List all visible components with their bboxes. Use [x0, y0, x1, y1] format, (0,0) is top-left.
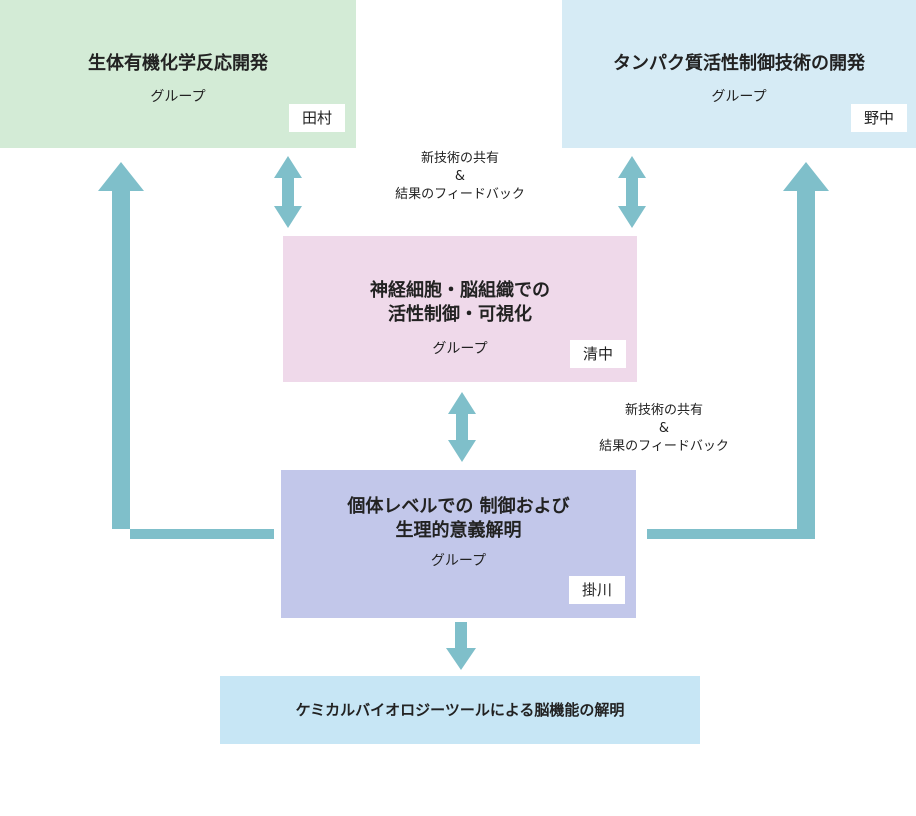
kakegawa-leader-tag: 掛川: [569, 576, 625, 604]
kiyonaka-group-title-line1: 神経細胞・脳組織での: [370, 280, 550, 301]
kiyonaka-kakegawa-double-arrow: [448, 392, 476, 462]
kiyonaka-leader-tag: 清中: [570, 340, 626, 368]
kakegawa-group-box: 個体レベルでの 制御および 生理的意義解明 グループ 掛川: [281, 470, 636, 618]
left-feedback-arrow: [98, 162, 274, 539]
lower-note-line2: &: [658, 421, 670, 436]
kakegawa-group-title-line2: 生理的意義解明: [395, 520, 522, 541]
kakegawa-group-title-line1: 個体レベルでの 制御および: [347, 496, 570, 517]
nonaka-kiyonaka-double-arrow: [618, 156, 646, 228]
nonaka-group-title: タンパク質活性制御技術の開発: [613, 53, 865, 74]
upper-note-line2: &: [454, 169, 466, 184]
nonaka-leader-tag: 野中: [851, 104, 907, 132]
kiyonaka-group-box: 神経細胞・脳組織での 活性制御・可視化 グループ 清中: [283, 236, 637, 382]
tamura-group-subtitle: グループ: [150, 89, 206, 105]
tamura-group-title: 生体有機化学反応開発: [88, 53, 268, 74]
kakegawa-outcome-arrow: [446, 622, 476, 670]
kiyonaka-group-title-line2: 活性制御・可視化: [388, 304, 532, 325]
tamura-leader-tag: 田村: [289, 104, 345, 132]
upper-note-line3: 結果のフィードバック: [395, 187, 525, 202]
right-feedback-arrow: [647, 162, 829, 539]
lower-note-line1: 新技術の共有: [624, 403, 703, 418]
nonaka-group-subtitle: グループ: [711, 89, 767, 105]
upper-note-line1: 新技術の共有: [420, 151, 499, 166]
tamura-kiyonaka-double-arrow: [274, 156, 302, 228]
tamura-group-box: 生体有機化学反応開発 グループ 田村: [0, 0, 356, 148]
outcome-title: ケミカルバイオロジーツールによる脳機能の解明: [295, 701, 625, 719]
upper-shared-tech-note: 新技術の共有 & 結果のフィードバック: [360, 150, 560, 204]
nonaka-group-box: タンパク質活性制御技術の開発 グループ 野中: [562, 0, 916, 148]
outcome-box: ケミカルバイオロジーツールによる脳機能の解明: [220, 676, 700, 744]
kiyonaka-group-subtitle: グループ: [432, 341, 488, 357]
lower-shared-tech-note: 新技術の共有 & 結果のフィードバック: [564, 402, 764, 456]
lower-note-line3: 結果のフィードバック: [599, 439, 729, 454]
kakegawa-group-subtitle: グループ: [430, 553, 487, 569]
